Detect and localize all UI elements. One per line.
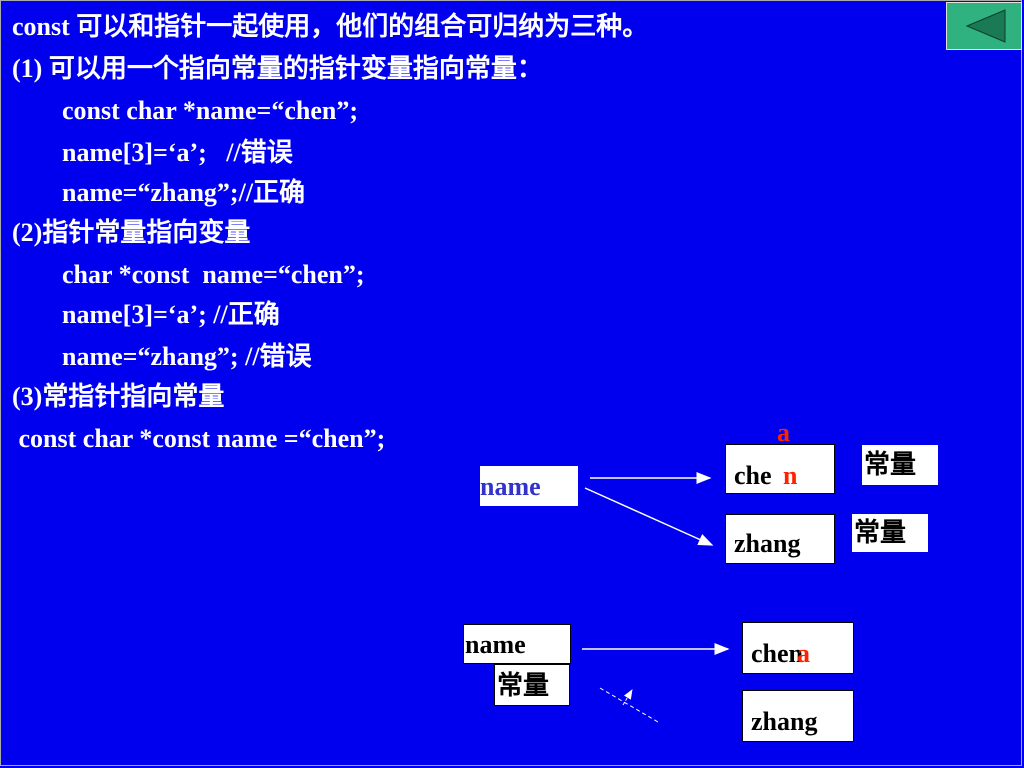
const-tag-text-3: 常量 [497,671,550,700]
code-line-7: const char *const name =“chen”; [12,424,386,453]
const-tag-2: 常量 [852,514,928,552]
code-line-6: name=“zhang”; //错误 [62,342,312,371]
const-tag-3: 常量 [494,664,570,706]
target-chen-box-1: che n [725,444,835,494]
target-chen-overlay-1: n [783,461,798,490]
target-chen-overlay-2: a [797,639,810,668]
back-button[interactable] [946,2,1022,50]
target-chen-box-2: chen a [742,622,854,674]
pointer-name-box-1: name [480,466,578,506]
const-tag-1: 常量 [862,445,938,485]
code-line-1: const char *name=“chen”; [62,96,358,125]
back-arrow-icon [965,9,1006,43]
text-line-2: (1) 可以用一个指向常量的指针变量指向常量： [12,54,543,83]
overlay-char-above: a [777,418,790,447]
const-tag-text-1: 常量 [864,450,917,479]
code-line-4: char *const name=“chen”; [62,260,365,289]
code-line-5: name[3]=‘a’; //正确 [62,300,280,329]
target-zhang-text-2: zhang [751,707,818,736]
pointer-name-label-1: name [480,472,541,501]
text-line-4: (3)常指针指向常量 [12,382,225,411]
target-zhang-box-1: zhang [725,514,835,564]
code-line-3: name=“zhang”;//正确 [62,178,306,207]
text-line-1: const 可以和指针一起使用，他们的组合可归纳为三种。 [12,12,649,41]
pointer-name-box-2: name [463,624,571,664]
code-line-2: name[3]=‘a’; //错误 [62,138,293,167]
target-zhang-box-2: zhang [742,690,854,742]
target-zhang-text-1: zhang [734,529,801,558]
target-chen-text-1: che [734,461,772,490]
const-tag-text-2: 常量 [854,518,907,547]
text-line-3: (2)指针常量指向变量 [12,218,251,247]
pointer-name-label-2: name [465,630,526,659]
target-chen-text-2: chen [751,639,803,668]
